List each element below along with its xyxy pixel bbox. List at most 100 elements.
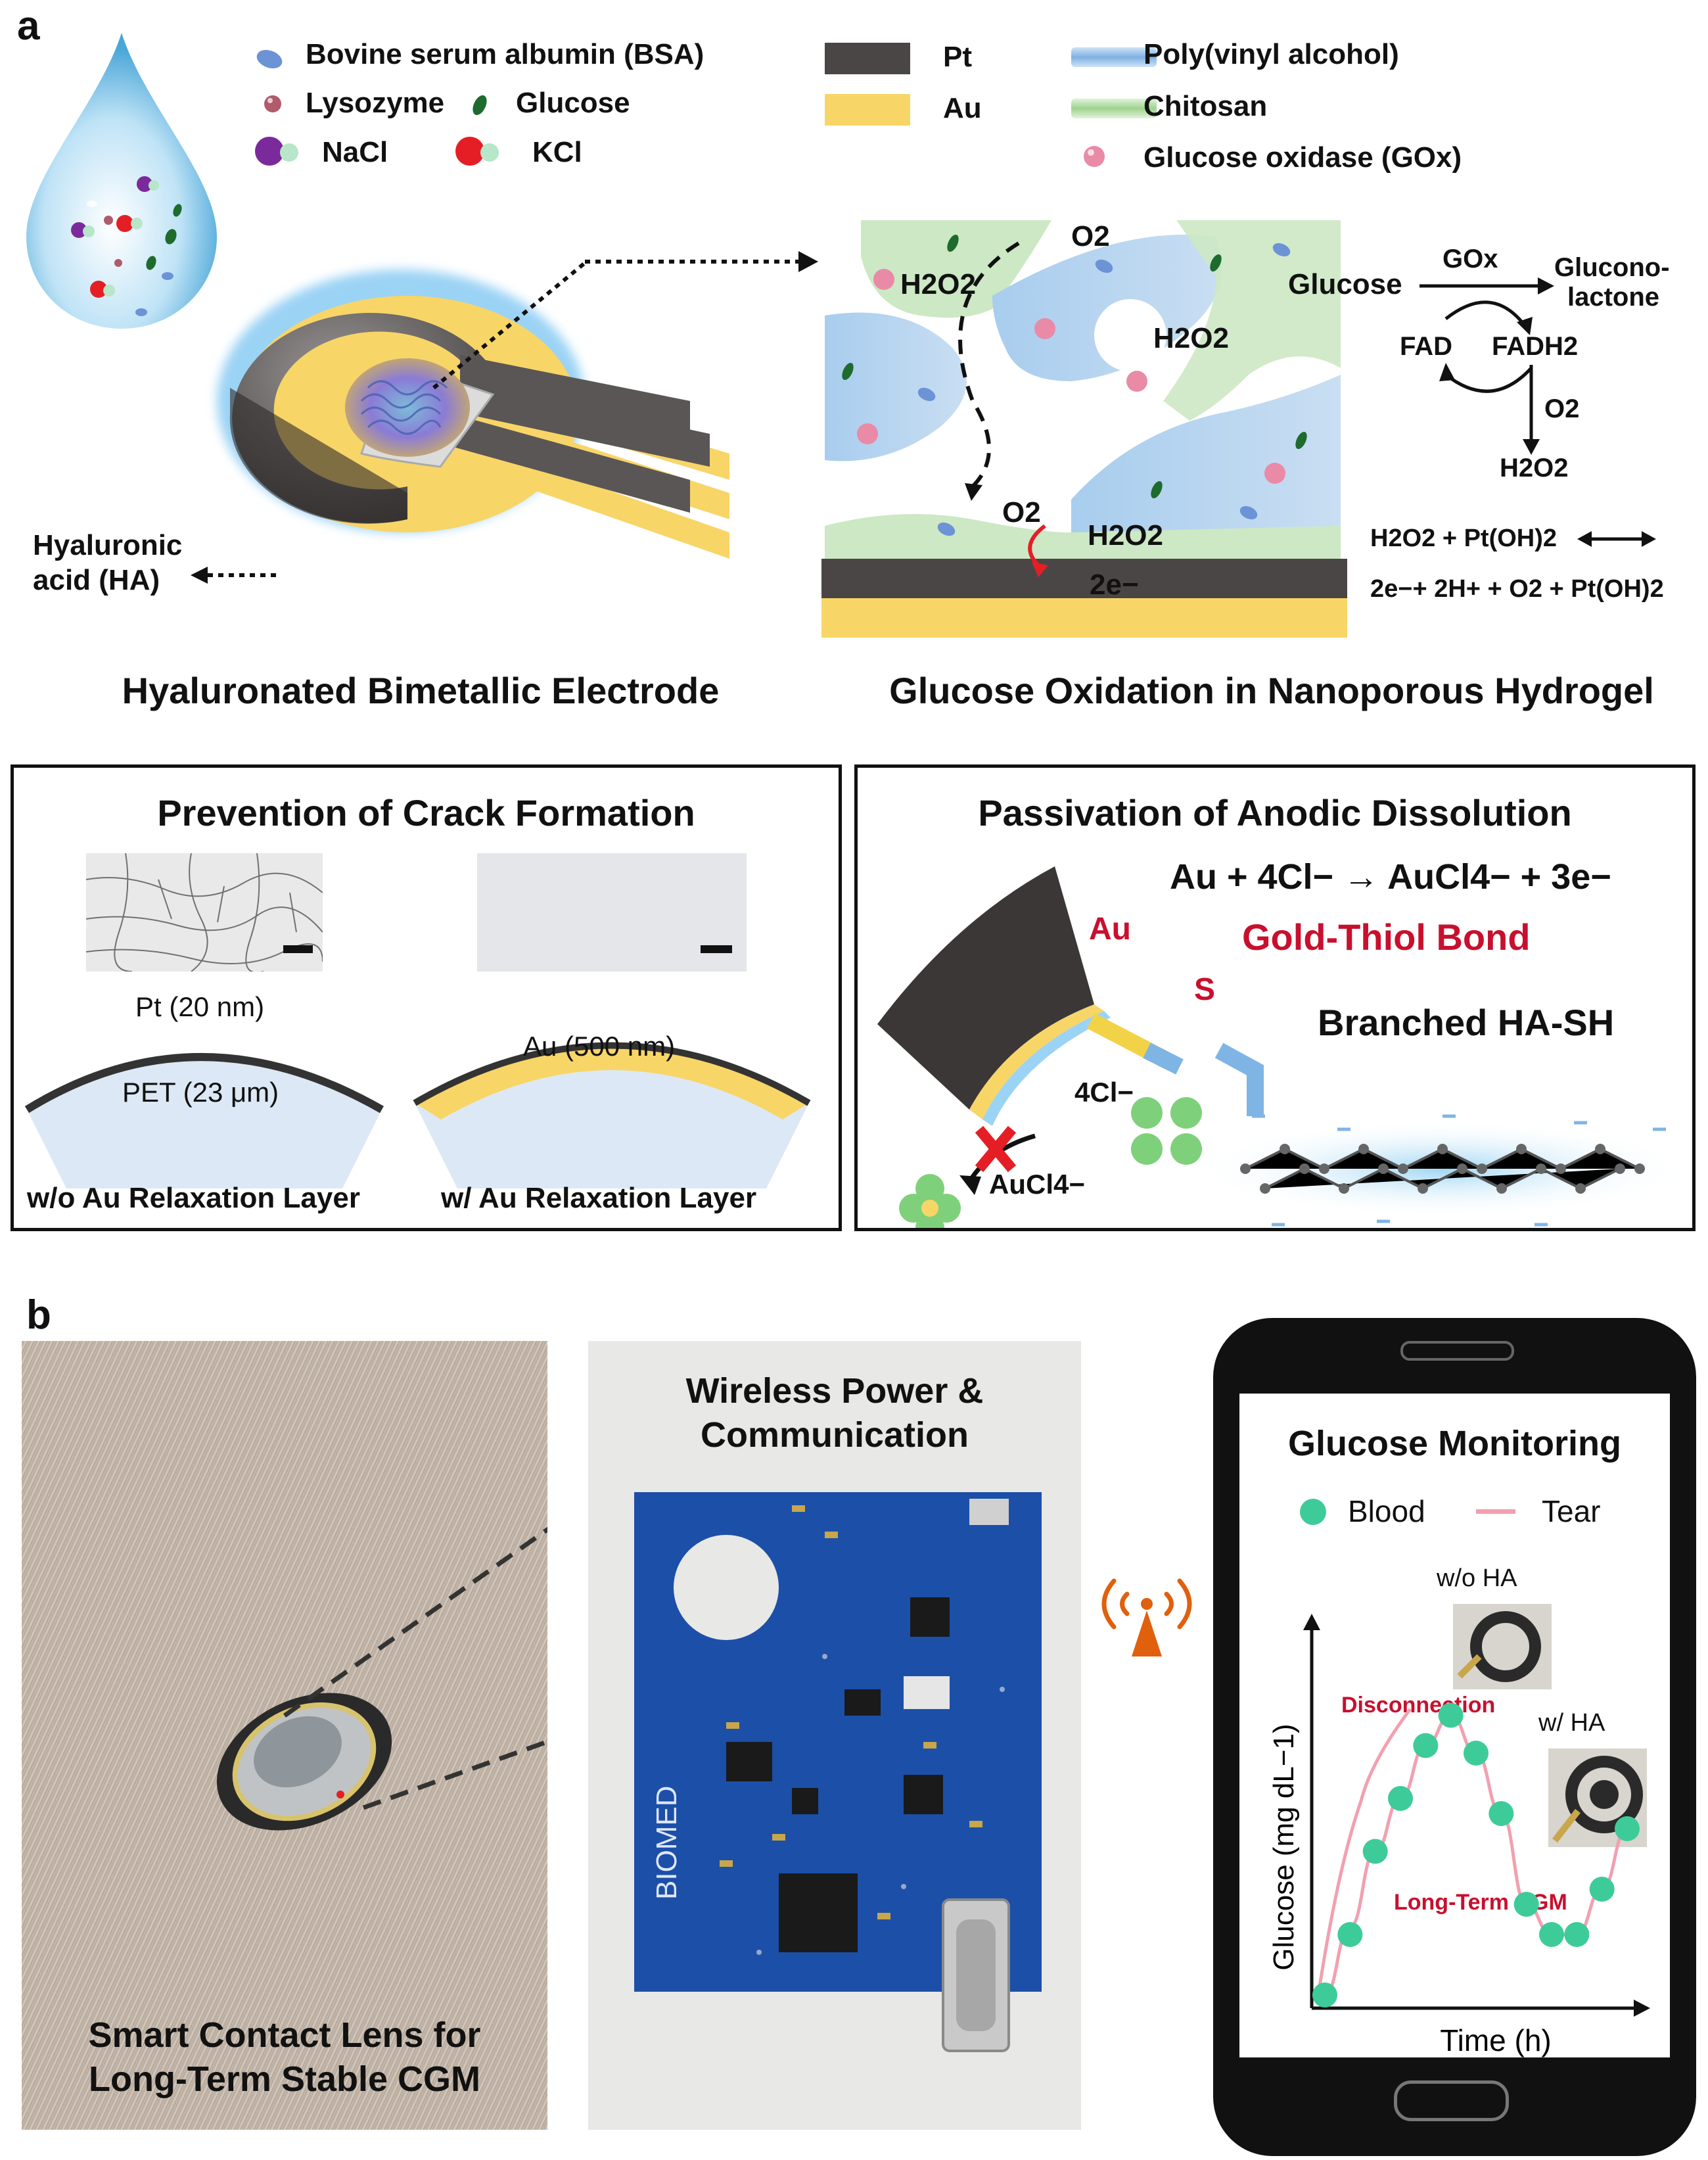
passivation-box: Passivation of Anodic Dissolution Au + 4… bbox=[854, 764, 1696, 1231]
crack-prevention-box: Prevention of Crack Formation Pt (20 nm)… bbox=[11, 764, 842, 1231]
blood-data-point bbox=[1615, 1816, 1640, 1841]
blood-data-point bbox=[1489, 1801, 1514, 1826]
legend-nacl: NaCl bbox=[322, 136, 388, 168]
lysozyme-symbol-icon bbox=[264, 95, 281, 112]
au-thickness-label: Au (500 nm) bbox=[523, 1031, 676, 1062]
aucl4-label: AuCl4− bbox=[989, 1169, 1085, 1200]
glucose-chart: Glucose (mg dL−1) Time (h) bbox=[1268, 1614, 1650, 2057]
wo-ha-label: w/o HA bbox=[1437, 1564, 1517, 1592]
disconnection-curve bbox=[1316, 1708, 1412, 1996]
legend-chitosan: Chitosan bbox=[1143, 90, 1268, 122]
smart-lens-photo: Smart Contact Lens for Long-Term Stable … bbox=[22, 1341, 547, 2130]
smartphone: Glucose Monitoring Blood Tear w/o HA w/ … bbox=[1213, 1318, 1696, 2156]
chitosan-swatch bbox=[1071, 99, 1157, 118]
board-title-line1: Wireless Power & bbox=[685, 1371, 984, 1411]
gold-thiol-bond-label: Gold-Thiol Bond bbox=[1242, 916, 1531, 958]
legend-au: Au bbox=[943, 92, 982, 124]
branched-ha-sh-label: Branched HA-SH bbox=[1318, 1002, 1615, 1043]
legend-tear: Tear bbox=[1542, 1494, 1601, 1528]
panel-b-letter: b bbox=[26, 1292, 51, 1338]
chart-xlabel: Time (h) bbox=[1440, 2023, 1552, 2057]
blood-data-point bbox=[1539, 1922, 1564, 1947]
pcb-board-photo: Wireless Power & Communication BIOMED bbox=[588, 1341, 1081, 2130]
reaction-product-line2: lactone bbox=[1567, 283, 1660, 312]
reaction-h2o2: H2O2 bbox=[1500, 454, 1569, 482]
hydrogel-title: Glucose Oxidation in Nanoporous Hydrogel bbox=[889, 670, 1654, 711]
pet-thickness-label: PET (23 μm) bbox=[122, 1077, 279, 1108]
legend-bsa: Bovine serum albumin (BSA) bbox=[306, 38, 704, 70]
wo-ha-photo bbox=[1453, 1604, 1552, 1689]
phone-title: Glucose Monitoring bbox=[1288, 1424, 1621, 1463]
legend-blood-marker bbox=[1300, 1499, 1326, 1525]
hydrogel-o2-top: O2 bbox=[1071, 220, 1110, 252]
w-ha-label: w/ HA bbox=[1538, 1709, 1605, 1737]
passivation-box-title: Passivation of Anodic Dissolution bbox=[978, 792, 1572, 833]
bimetallic-electrode-illustration bbox=[217, 270, 729, 559]
reaction-o2: O2 bbox=[1544, 394, 1580, 423]
legend-gox: Glucose oxidase (GOx) bbox=[1143, 141, 1462, 174]
ha-arrow bbox=[191, 567, 279, 584]
ha-label-line2: acid (HA) bbox=[33, 564, 160, 596]
legend-blood: Blood bbox=[1348, 1494, 1425, 1528]
lens-caption-line1: Smart Contact Lens for bbox=[88, 2015, 481, 2055]
blood-data-point bbox=[1413, 1733, 1439, 1758]
chart-ylabel: Glucose (mg dL−1) bbox=[1268, 1724, 1300, 1970]
nanoporous-hydrogel-illustration bbox=[821, 220, 1347, 638]
passivation-illustration bbox=[877, 866, 1686, 1228]
smooth-micrograph bbox=[477, 853, 747, 972]
hydrogel-2e: 2e− bbox=[1090, 569, 1139, 601]
board-brand: BIOMED bbox=[651, 1785, 683, 1900]
hydrogel-o2-bottom: O2 bbox=[1002, 496, 1041, 528]
dissolution-equation: Au + 4Cl− → AuCl4− + 3e− bbox=[1170, 857, 1611, 897]
sulfur-label: S bbox=[1194, 972, 1216, 1007]
au-label: Au bbox=[1089, 912, 1131, 947]
gox-symbol-icon bbox=[1084, 146, 1105, 167]
disconnection-label: Disconnection bbox=[1341, 1693, 1496, 1718]
au-swatch bbox=[825, 94, 910, 126]
pcb-board bbox=[634, 1492, 1042, 2052]
w-ha-photo bbox=[1548, 1749, 1647, 1847]
legend-kcl: KCl bbox=[532, 136, 582, 168]
zoom-arrow bbox=[432, 251, 818, 390]
phone-speaker bbox=[1400, 1341, 1514, 1361]
reaction-fadh2: FADH2 bbox=[1492, 332, 1579, 361]
legend-pva: Poly(vinyl alcohol) bbox=[1143, 38, 1399, 70]
lens-caption-line2: Long-Term Stable CGM bbox=[88, 2059, 480, 2099]
equilibrium-arrow bbox=[1577, 531, 1656, 547]
kcl-symbol-icon bbox=[455, 137, 499, 166]
bsa-symbol-icon bbox=[256, 49, 283, 69]
reaction-fad: FAD bbox=[1400, 332, 1452, 361]
pt-thickness-label: Pt (20 nm) bbox=[135, 991, 265, 1022]
crack-box-title: Prevention of Crack Formation bbox=[157, 792, 695, 833]
hydrogel-h2o2-1: H2O2 bbox=[900, 268, 976, 300]
panel-a-letter: a bbox=[17, 3, 40, 49]
chart-axes bbox=[1303, 1614, 1650, 2017]
phone-home-button[interactable] bbox=[1394, 2080, 1509, 2121]
glucose-symbol-icon bbox=[473, 95, 487, 115]
bent-film-without-au bbox=[24, 1053, 384, 1188]
legend-lysozyme: Lysozyme bbox=[306, 87, 445, 119]
blood-data-point bbox=[1438, 1702, 1464, 1728]
reaction-product-line1: Glucono- bbox=[1554, 253, 1670, 282]
ha-label-line1: Hyaluronic bbox=[33, 529, 183, 561]
pva-swatch bbox=[1071, 47, 1157, 67]
reaction-arrows bbox=[1419, 277, 1554, 455]
blood-data-point bbox=[1362, 1839, 1388, 1864]
cracked-micrograph bbox=[86, 853, 323, 972]
electrode-title: Hyaluronated Bimetallic Electrode bbox=[122, 670, 720, 711]
blood-data-point bbox=[1388, 1786, 1413, 1811]
reaction-gox: GOx bbox=[1443, 245, 1498, 273]
without-au-caption: w/o Au Relaxation Layer bbox=[27, 1182, 360, 1214]
reaction-eq-left: H2O2 + Pt(OH)2 bbox=[1370, 525, 1558, 552]
nacl-symbol-icon bbox=[255, 137, 298, 166]
board-title-line2: Communication bbox=[700, 1415, 969, 1455]
legend-pt: Pt bbox=[943, 41, 972, 73]
blood-data-point bbox=[1312, 1983, 1337, 2007]
hydrogel-h2o2-2: H2O2 bbox=[1153, 322, 1229, 354]
phone-screen: Glucose Monitoring Blood Tear w/o HA w/ … bbox=[1239, 1394, 1670, 2057]
blood-data-point bbox=[1337, 1922, 1363, 1947]
with-au-caption: w/ Au Relaxation Layer bbox=[441, 1182, 757, 1214]
blood-data-point bbox=[1589, 1877, 1615, 1902]
bent-film-with-au bbox=[413, 1042, 811, 1188]
legend-glucose: Glucose bbox=[516, 87, 630, 119]
